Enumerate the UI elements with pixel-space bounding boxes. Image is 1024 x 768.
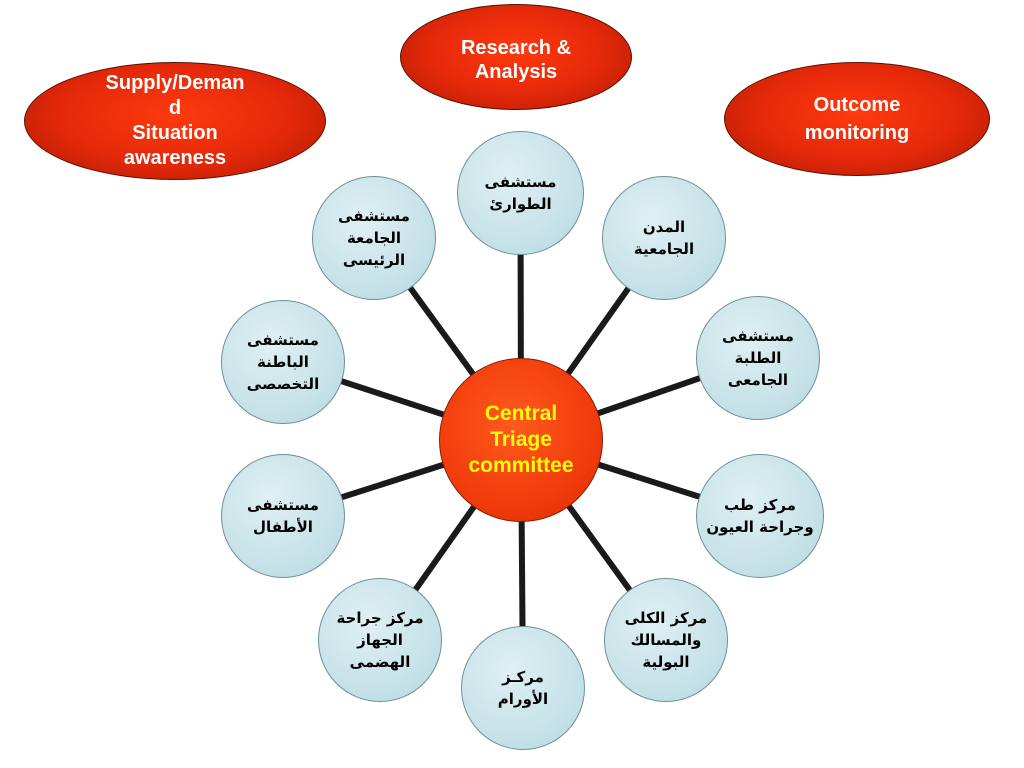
node-ophthalmology-center: مركز طب وجراحة العيون bbox=[696, 454, 824, 578]
node-university-cities: المدن الجامعية bbox=[602, 176, 726, 300]
node-pediatrics-hospital-label: مستشفى الأطفال bbox=[247, 496, 319, 536]
node-internal-medicine-hospital: مستشفى الباطنة التخصصى bbox=[221, 300, 345, 424]
node-oncology-center-label: مركـز الأورام bbox=[497, 668, 549, 708]
node-university-cities-label: المدن الجامعية bbox=[633, 218, 695, 258]
research-analysis-label: Research & Analysis bbox=[460, 37, 572, 83]
node-emergency-hospital-label: مستشفى الطوارئ bbox=[484, 173, 557, 213]
node-main-university-hospital: مستشفى الجامعة الرئيسى bbox=[312, 176, 436, 300]
supply-demand-oval: Supply/Deman d Situation awareness bbox=[24, 62, 326, 180]
outcome-monitoring-oval: Outcome monitoring bbox=[724, 62, 990, 176]
central-triage-label: Central Triage committee bbox=[468, 402, 574, 477]
node-ophthalmology-center-label: مركز طب وجراحة العيون bbox=[706, 496, 814, 536]
central-triage-hub: Central Triage committee bbox=[439, 358, 603, 522]
research-analysis-oval: Research & Analysis bbox=[400, 4, 632, 110]
outcome-monitoring-label: Outcome monitoring bbox=[804, 94, 910, 144]
node-internal-medicine-hospital-label: مستشفى الباطنة التخصصى bbox=[246, 331, 320, 393]
node-gastro-surgery-center: مركز جراحة الجهاز الهضمى bbox=[318, 578, 442, 702]
node-urology-center: مركز الكلى والمسالك البولية bbox=[604, 578, 728, 702]
node-oncology-center: مركـز الأورام bbox=[461, 626, 585, 750]
node-pediatrics-hospital: مستشفى الأطفال bbox=[221, 454, 345, 578]
node-main-university-hospital-label: مستشفى الجامعة الرئيسى bbox=[338, 207, 410, 269]
node-gastro-surgery-center-label: مركز جراحة الجهاز الهضمى bbox=[336, 609, 424, 671]
node-students-hospital-label: مستشفى الطلبة الجامعى bbox=[722, 327, 794, 389]
supply-demand-label: Supply/Deman d Situation awareness bbox=[105, 72, 245, 169]
node-students-hospital: مستشفى الطلبة الجامعى bbox=[696, 296, 820, 420]
node-emergency-hospital: مستشفى الطوارئ bbox=[457, 131, 584, 255]
node-urology-center-label: مركز الكلى والمسالك البولية bbox=[624, 609, 708, 671]
